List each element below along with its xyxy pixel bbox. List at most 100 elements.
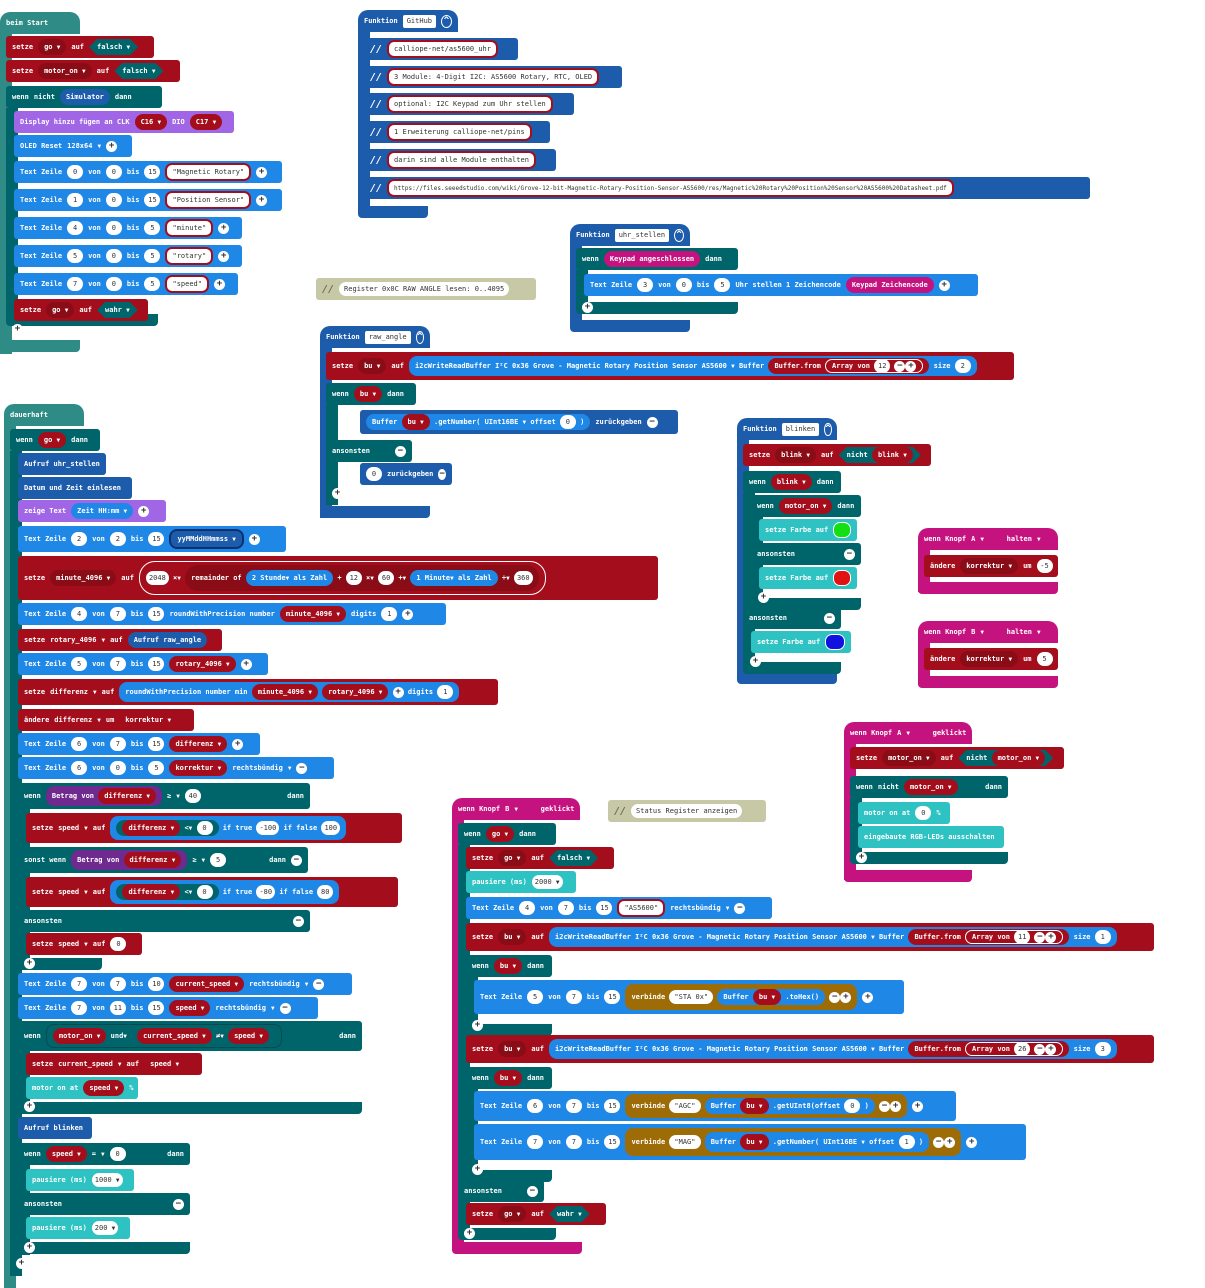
forever-hat[interactable]: dauerhaft (4, 404, 84, 426)
blink-else[interactable]: ansonsten− (743, 607, 841, 629)
plus-icon[interactable]: + (856, 852, 867, 863)
comment-block[interactable]: //optional: I2C Keypad zum Uhr stellen (364, 93, 574, 115)
keypad-connected[interactable]: Keypad angeschlossen (603, 251, 701, 267)
b-else[interactable]: ansonsten− (458, 1180, 544, 1202)
collapse-icon[interactable]: ^ (441, 14, 452, 28)
plus-icon[interactable]: + (256, 194, 268, 206)
f-pause-1000[interactable]: pausiere (ms)1000 ▼ (26, 1169, 134, 1191)
i2c-read-call[interactable]: i2cWriteReadBuffer I²C 0x36 Grove - Magn… (409, 356, 977, 376)
text-literal[interactable]: "rotary" (165, 247, 214, 265)
simulator-pill[interactable]: Simulator (59, 89, 110, 105)
comment-block[interactable]: //3 Module: 4-Digit I2C: AS5600 Rotary, … (364, 66, 622, 88)
plus-icon[interactable]: + (464, 1228, 475, 1239)
display-add-block[interactable]: Display hinzu fügen an CLK C16 ▼ DIO C17… (14, 111, 234, 133)
array-literal[interactable]: Array von 12 −+ (825, 359, 924, 373)
color-swatch-green[interactable] (833, 522, 851, 538)
text-literal[interactable]: "Magnetic Rotary" (165, 163, 252, 181)
plus-icon[interactable]: + (24, 958, 35, 969)
keypad-code[interactable]: Keypad Zeichencode (845, 277, 934, 293)
plus-icon[interactable]: + (938, 279, 950, 291)
f-else-pause[interactable]: ansonsten− (18, 1193, 190, 1215)
b-pause[interactable]: pausiere (ms)2000 ▼ (466, 871, 576, 893)
comment-block[interactable]: //https://files.seeedstudio.com/wiki/Gro… (364, 177, 1090, 199)
plus-icon[interactable]: + (213, 278, 225, 290)
f-if-abs40[interactable]: wenn Betrag von differenz ▼ ≥▼40 dann (18, 783, 310, 809)
set-color-blue[interactable]: setze Farbe auf (751, 631, 851, 653)
collapse-icon[interactable]: ^ (674, 228, 684, 242)
plus-icon[interactable]: + (12, 324, 23, 335)
plus-icon[interactable]: + (16, 1258, 27, 1269)
comment-block[interactable]: //calliope-net/as5600_uhr (364, 38, 518, 60)
bool-wahr[interactable]: wahr ▼ (97, 302, 138, 318)
get-number[interactable]: Buffer bu ▼ .getNumber( UInt16BE ▼ offse… (366, 414, 591, 430)
f-elseif-abs5[interactable]: sonst wenn Betrag von differenz ▼ ≥▼5 da… (18, 847, 308, 873)
set-color-red[interactable]: setze Farbe auf (759, 567, 857, 589)
collapse-icon[interactable]: ^ (824, 422, 832, 436)
register-comment[interactable]: //Register 0x0C RAW ANGLE lesen: 0..4095 (316, 278, 536, 300)
plus-icon[interactable]: + (24, 1101, 35, 1112)
plus-icon[interactable]: + (582, 302, 593, 313)
status-comment[interactable]: //Status Register anzeigen (608, 800, 766, 822)
bool-falsch[interactable]: falsch ▼ (114, 63, 163, 79)
rgb-off[interactable]: eingebaute RGB-LEDs ausschalten (858, 826, 1004, 848)
f-if-motor[interactable]: wenn motor_on ▼ und▼ current_speed ▼ ≠▼ … (18, 1021, 362, 1051)
motor-else[interactable]: ansonsten− (751, 543, 861, 565)
pin-dio[interactable]: C17 ▼ (189, 114, 223, 130)
text-literal[interactable]: "speed" (165, 275, 209, 293)
plus-icon[interactable]: + (218, 250, 230, 262)
collapse-icon[interactable]: ^ (415, 330, 424, 344)
call-uhr-stellen[interactable]: Aufruf uhr_stellen (18, 453, 106, 475)
text-literal[interactable]: "minute" (165, 219, 214, 237)
plus-icon[interactable]: + (106, 140, 118, 152)
plus-icon[interactable]: + (758, 592, 769, 603)
set-color-green[interactable]: setze Farbe auf (759, 519, 857, 541)
color-swatch-blue[interactable] (825, 634, 845, 650)
pin-clk[interactable]: C16 ▼ (134, 114, 168, 130)
bool-falsch[interactable]: falsch ▼ (89, 39, 138, 55)
f-pause-200[interactable]: pausiere (ms)200 ▼ (26, 1217, 130, 1239)
var-go[interactable]: go ▼ (38, 39, 67, 55)
